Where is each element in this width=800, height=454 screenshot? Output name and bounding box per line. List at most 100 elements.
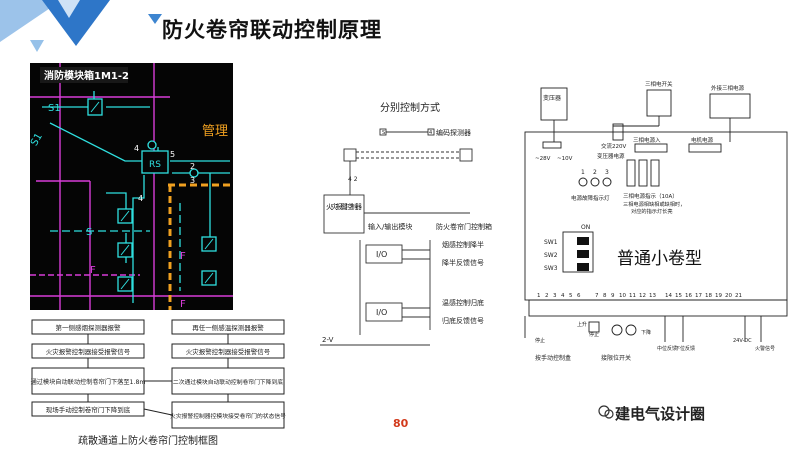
term-2: 2 [545, 293, 549, 299]
cad-num-5: 5 [170, 150, 175, 159]
flow-arrows [87, 334, 229, 416]
panel-svg: 1 2 3 变压器 ~28V ~10V 交流220V 变压器电源 三相电开关 外… [524, 80, 788, 362]
cad-floor-plan: 消防模块箱1M1-2 S1 S1 S RS 管理 F F F 4 4 5 2 3 [29, 63, 233, 310]
term-21: 21 [735, 293, 742, 299]
manual-box-label: 按手动控制盒 [535, 354, 571, 362]
ctrl-sig-1b: 降半反馈信号 [442, 258, 484, 267]
led-num-2: 2 [593, 169, 597, 176]
trans-power-label: 变压器电源 [597, 152, 625, 160]
term-6: 6 [577, 293, 581, 299]
cad-devices [87, 98, 217, 292]
v28-label: ~28V [535, 156, 551, 162]
ctrl-fire-panel [323, 194, 365, 234]
term-19: 19 [715, 293, 722, 299]
term-18: 18 [705, 293, 712, 299]
deco-triangle-pale [58, 0, 80, 18]
terminal-strip [528, 299, 788, 317]
wechat-icon [598, 405, 614, 419]
cad-device-marks [90, 101, 214, 290]
dip-sw3[interactable] [577, 263, 589, 271]
dip-sw2[interactable] [577, 250, 589, 258]
flow-left-1: 第一侧感烟探测器报警 [56, 323, 122, 332]
ctrl-detector-label: 编码探测器 [436, 128, 471, 137]
transformer-box [540, 87, 568, 121]
page-number: 80 [393, 417, 409, 430]
slide-title: 防火卷帘联动控制原理 [162, 17, 382, 42]
ctrl-wire-label: 4 2 [348, 176, 358, 183]
bottom-label-1: 停止 [535, 337, 545, 344]
cad-drawing: 消防模块箱1M1-2 S1 S1 S RS 管理 F F F 4 4 5 2 3 [29, 63, 233, 310]
cad-node [189, 168, 199, 178]
flow-right-3: 二次通过模块自动联动控制卷帘门下降到底 [173, 378, 283, 386]
ctrl-title: 分别控制方式 [380, 101, 440, 114]
ctrl-io-2 [365, 302, 403, 322]
term-5: 5 [569, 293, 573, 299]
bottom-label-2: 中位反馈 [657, 345, 677, 352]
header-decoration [0, 0, 162, 52]
ctrl-module-label: 输入/输出模块 [368, 222, 412, 231]
flow-left-4: 现场手动控制卷帘门下降到底 [46, 405, 131, 414]
panel-frame [524, 87, 788, 342]
dip-sw1[interactable] [577, 237, 589, 245]
term-3: 3 [553, 293, 557, 299]
cad-node [147, 140, 157, 150]
term-11: 11 [629, 293, 636, 299]
breaker-label: 三相电源指示（10A） [623, 192, 678, 200]
bottom-label-5: 火警信号 [755, 345, 775, 352]
flow-left-2: 火灾报警控制器接受报警信号 [46, 347, 131, 356]
cad-label-pipe: 管理 [202, 124, 228, 139]
cad-num-4b: 4 [138, 194, 143, 203]
led-num-3: 3 [605, 169, 609, 176]
term-16: 16 [685, 293, 692, 299]
ctrl-power: 2-V [322, 336, 334, 344]
term-10: 10 [619, 293, 626, 299]
sw3-label: SW3 [544, 265, 558, 272]
switch-3ph [646, 89, 672, 117]
ctrl-io-1 [365, 244, 403, 264]
note-1: 三相电源相缺相或缺相时， [623, 200, 685, 208]
ctrl-n4: 4 [429, 130, 432, 136]
led-num-1: 1 [581, 169, 585, 176]
cad-conduit [168, 183, 233, 310]
term-9: 9 [611, 293, 615, 299]
ctrl-s-mark: S [382, 130, 385, 136]
term-15: 15 [675, 293, 682, 299]
term-7: 7 [595, 293, 599, 299]
term-4: 4 [561, 293, 565, 299]
terminal-numbers: 1 2 3 4 5 6 7 8 9 10 11 12 13 14 15 16 1… [537, 293, 742, 299]
cad-num-4: 4 [134, 144, 139, 153]
term-13: 13 [649, 293, 656, 299]
v10-label: ~10V [557, 156, 573, 162]
bottom-label-4: 24V-DC [733, 338, 752, 344]
brand-watermark: 建电气设计圈 [615, 405, 706, 423]
cad-label-f3: F [180, 251, 186, 262]
flow-boxes [31, 319, 285, 429]
ctrl-detector-left [343, 148, 357, 162]
dip-on-label: ON [581, 224, 590, 231]
deco-triangle-small-left [30, 40, 44, 52]
term-1: 1 [537, 293, 541, 299]
led-1 [578, 177, 588, 187]
flow-svg: 第一侧感烟探测器报警 火灾报警控制器接受报警信号 通过模块自动联动控制卷帘门下落… [31, 319, 286, 447]
ctrl-io-1-label: I/O [376, 250, 387, 259]
deco-triangle-blue [42, 0, 110, 46]
cad-label-s: S [86, 227, 92, 238]
ctrl-sig-2a: 温感控制归底 [442, 298, 484, 307]
ctrl-detector-right [459, 148, 473, 162]
flow-caption: 疏散通道上防火卷帘门控制框图 [78, 434, 218, 447]
ctrl-lines [320, 128, 473, 346]
flow-right-1: 再任一侧感温探测器报警 [192, 323, 264, 332]
ext-power-box [709, 93, 751, 119]
ext-3ph-label: 外接三相电源 [711, 84, 745, 92]
switch-3ph-label: 三相电开关 [645, 80, 673, 88]
term-12: 12 [639, 293, 646, 299]
cad-label-s1-diag: S1 [30, 131, 45, 148]
bottom-label-3: 下位反馈 [675, 345, 695, 352]
ctrl-box-title: 防火卷帘门控制箱 [436, 222, 492, 231]
flow-right-2: 火灾报警控制器接受报警信号 [186, 347, 271, 356]
model-label: 普通小卷型 [617, 249, 702, 269]
transformer-label: 变压器 [543, 94, 561, 102]
cad-num-2: 2 [190, 162, 195, 171]
ctrl-sig-1a: 烟感控制降半 [442, 240, 484, 249]
cad-label-f1: F [90, 265, 96, 276]
